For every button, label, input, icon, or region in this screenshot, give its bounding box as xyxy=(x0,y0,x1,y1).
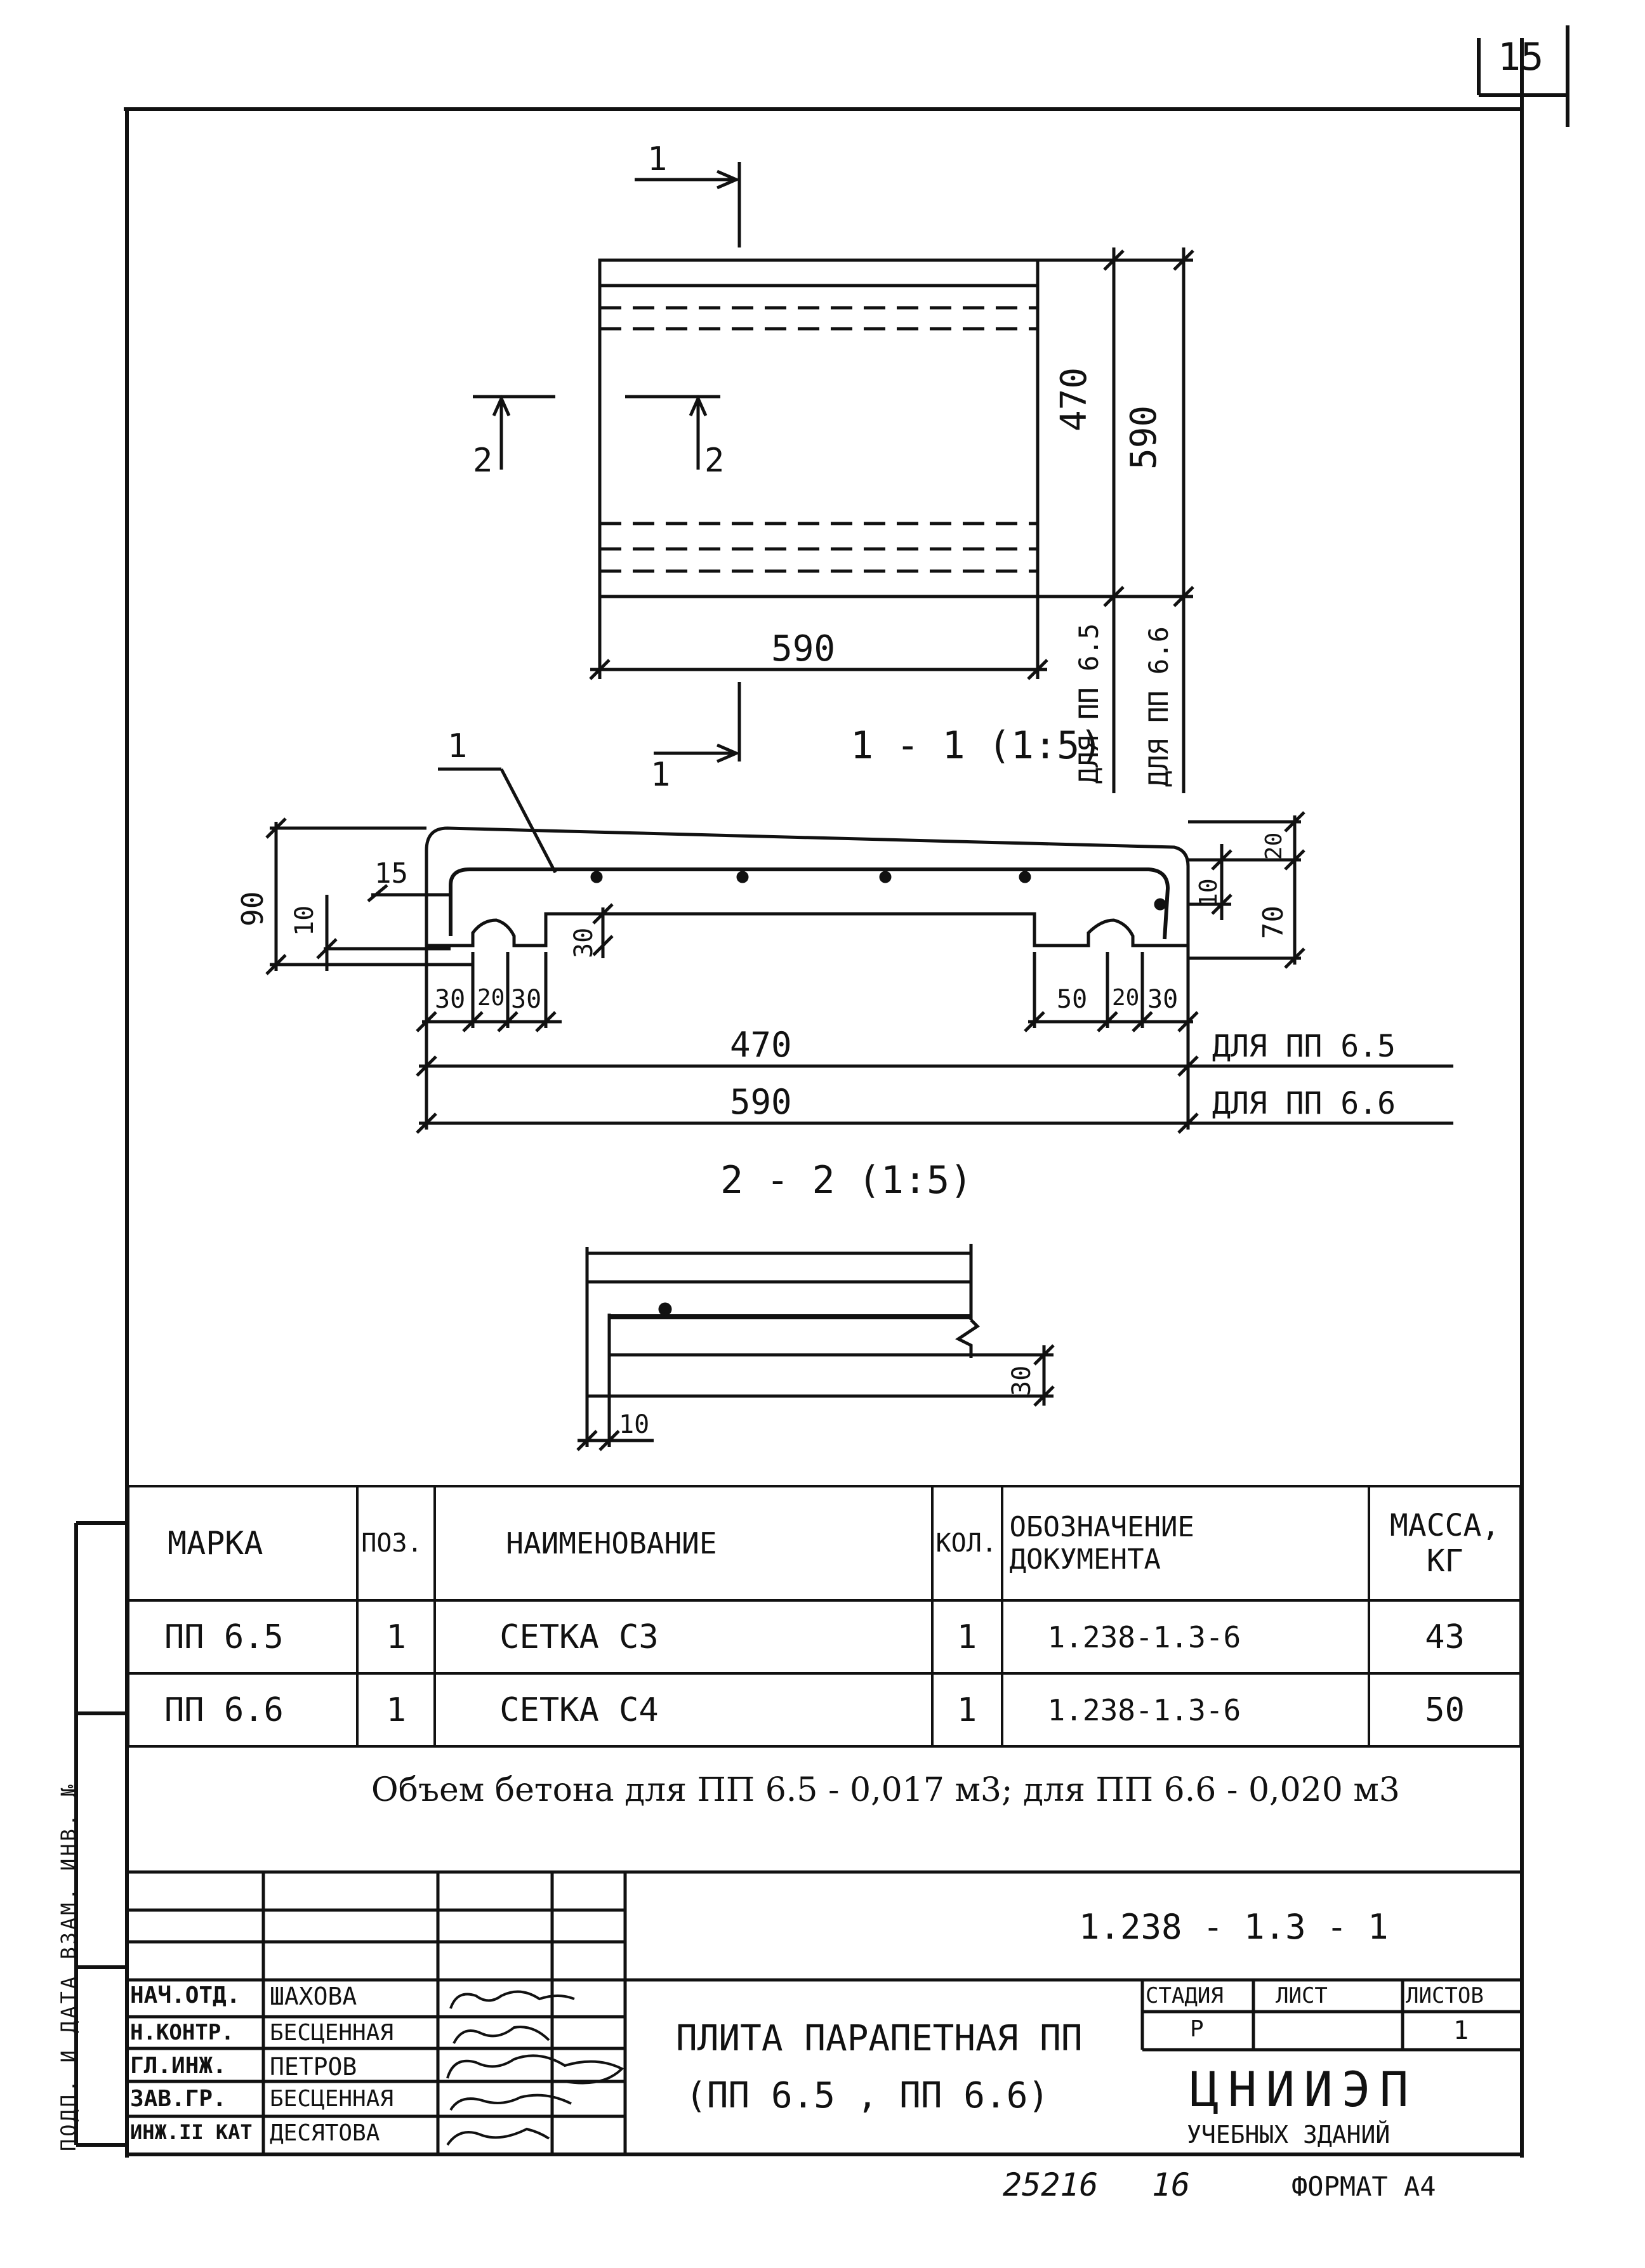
role-chief-engineer: ГЛ.ИНЖ. xyxy=(130,2053,227,2079)
name-norm-control: БЕСЦЕННАЯ xyxy=(270,2020,394,2046)
role-engineer: ИНЖ.II КАТ xyxy=(130,2120,253,2144)
format-label: ФОРМАТ А4 xyxy=(1292,2171,1436,2202)
sheets-label: ЛИСТОВ xyxy=(1406,1983,1484,2008)
header-mark: МАРКА xyxy=(126,1485,359,1602)
section-1-1-view xyxy=(265,767,1453,1134)
name-head-dept: ШАХОВА xyxy=(270,1982,357,2010)
section-2-2-dim-10: 10 xyxy=(619,1410,650,1439)
dim-bottom-30b: 30 xyxy=(511,985,542,1014)
dim-90: 90 xyxy=(235,891,270,926)
header-designation: ОБОЗНАЧЕНИЕ ДОКУМЕНТА xyxy=(1000,1485,1371,1602)
name-chief-engineer: ПЕТРОВ xyxy=(270,2053,357,2081)
archive-number: 25216 xyxy=(1003,2166,1099,2203)
role-group-head: ЗАВ.ГР. xyxy=(130,2086,227,2112)
dim-10-right: 10 xyxy=(1194,878,1222,907)
plan-section-1-top-label: 1 xyxy=(647,140,668,178)
drawing-title-line-2: (ПП 6.5 , ПП 6.6) xyxy=(685,2075,1050,2116)
dim-bottom-30a: 30 xyxy=(435,985,466,1014)
row2-mass: 50 xyxy=(1368,1672,1522,1748)
spec-row: ПП 6.5 1 СЕТКА С3 1 1.238-1.3-6 43 xyxy=(126,1599,1522,1675)
row2-pos: 1 xyxy=(356,1672,437,1748)
plan-section-1-bottom-label: 1 xyxy=(651,756,671,794)
concrete-volume-note: Объем бетона для ПП 6.5 - 0,017 м3; для … xyxy=(371,1771,1400,1809)
header-name: НАИМЕНОВАНИЕ xyxy=(433,1485,934,1602)
page-number: 15 xyxy=(1498,35,1544,79)
section-2-2-view xyxy=(576,1244,1055,1451)
plan-dim-590-bottom: 590 xyxy=(771,628,836,669)
row2-name: СЕТКА С4 xyxy=(433,1672,934,1748)
document-designation: 1.238 - 1.3 - 1 xyxy=(1079,1907,1389,1947)
dim-bottom-50: 50 xyxy=(1057,985,1088,1014)
stage-label: СТАДИЯ xyxy=(1146,1983,1224,2008)
header-pos: ПОЗ. xyxy=(356,1485,437,1602)
header-qty: КОЛ. xyxy=(930,1485,1003,1602)
archive-sheet: 16 xyxy=(1152,2166,1191,2203)
row1-mark: ПП 6.5 xyxy=(126,1599,359,1675)
drawing-title-line-1: ПЛИТА ПАРАПЕТНАЯ ПП xyxy=(676,2018,1083,2059)
section-1-1-callout: 1 xyxy=(447,727,468,765)
stage-value: Р xyxy=(1190,2016,1204,2042)
name-group-head: БЕСЦЕННАЯ xyxy=(270,2086,394,2112)
row1-name: СЕТКА С3 xyxy=(433,1599,934,1675)
spec-header-row: МАРКА ПОЗ. НАИМЕНОВАНИЕ КОЛ. ОБОЗНАЧЕНИЕ… xyxy=(126,1485,1522,1602)
section-1-1-title: 1 - 1 (1:5) xyxy=(850,723,1103,768)
sheet-label: ЛИСТ xyxy=(1276,1983,1328,2008)
section-2-2-dim-30: 30 xyxy=(1007,1365,1036,1396)
dim-bottom-30c: 30 xyxy=(1147,985,1179,1014)
header-mass: МАССА, КГ xyxy=(1368,1485,1522,1602)
plan-view xyxy=(473,162,1194,793)
role-head-dept: НАЧ.ОТД. xyxy=(130,1982,241,2008)
row1-designation: 1.238-1.3-6 xyxy=(1000,1599,1371,1675)
organization-name: ЦНИИЭП xyxy=(1190,2061,1418,2118)
spec-row: ПП 6.6 1 СЕТКА С4 1 1.238-1.3-6 50 xyxy=(126,1672,1522,1748)
role-norm-control: Н.КОНТР. xyxy=(130,2020,234,2045)
plan-section-2-left-label: 2 xyxy=(473,442,493,480)
side-strip-label: ПОДП. И ДАТА ВЗАМ. ИНВ. № xyxy=(56,1782,81,2151)
plan-section-2-right-label: 2 xyxy=(704,442,725,480)
row1-mass: 43 xyxy=(1368,1599,1522,1675)
dim-20-right: 20 xyxy=(1261,832,1287,860)
specification-table: МАРКА ПОЗ. НАИМЕНОВАНИЕ КОЛ. ОБОЗНАЧЕНИЕ… xyxy=(126,1485,1522,1748)
row2-designation: 1.238-1.3-6 xyxy=(1000,1672,1371,1748)
sheet-frame xyxy=(74,25,1569,2158)
organization-subtitle: УЧЕБНЫХ ЗДАНИЙ xyxy=(1187,2121,1391,2149)
section-1-1-for-65: ДЛЯ ПП 6.5 xyxy=(1212,1029,1396,1064)
plan-dim-470: 470 xyxy=(1054,367,1095,432)
row1-pos: 1 xyxy=(356,1599,437,1675)
dim-10-left: 10 xyxy=(290,905,319,936)
row1-qty: 1 xyxy=(930,1599,1003,1675)
plan-for-66-label: ДЛЯ ПП 6.6 xyxy=(1143,626,1174,787)
dim-bottom-20b: 20 xyxy=(1112,985,1140,1011)
title-block-grid xyxy=(127,1870,1522,2154)
dim-70: 70 xyxy=(1257,906,1290,939)
row2-qty: 1 xyxy=(930,1672,1003,1748)
row2-mark: ПП 6.6 xyxy=(126,1672,359,1748)
dim-470: 470 xyxy=(730,1025,792,1065)
dim-15: 15 xyxy=(374,857,408,890)
plan-dim-590-right: 590 xyxy=(1123,405,1165,470)
sheets-value: 1 xyxy=(1453,2016,1469,2045)
dim-30-inner: 30 xyxy=(569,927,598,958)
section-2-2-title: 2 - 2 (1:5) xyxy=(720,1158,973,1203)
name-engineer: ДЕСЯТОВА xyxy=(270,2120,380,2146)
section-1-1-for-66: ДЛЯ ПП 6.6 xyxy=(1212,1086,1396,1121)
signatures xyxy=(446,1990,624,2146)
dim-bottom-20a: 20 xyxy=(477,985,505,1011)
dim-590: 590 xyxy=(730,1082,792,1122)
